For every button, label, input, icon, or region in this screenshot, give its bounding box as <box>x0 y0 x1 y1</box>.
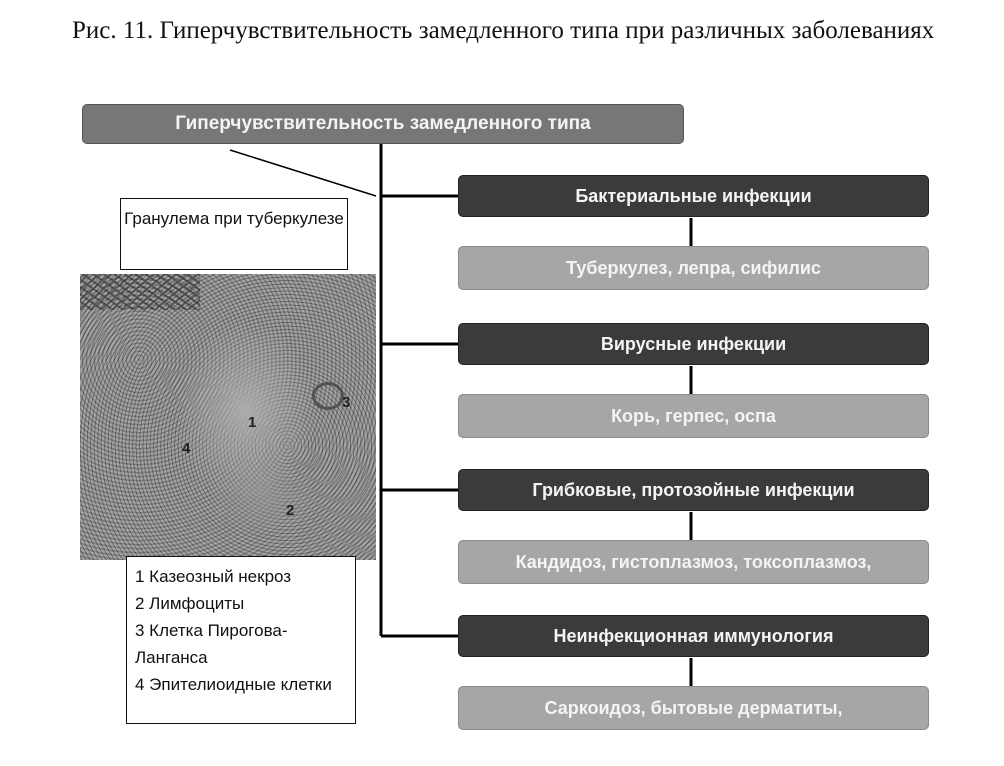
legend-item-4: 4 Эпителиоидные клетки <box>135 675 332 694</box>
examples-node-fungal-protozoal: Кандидоз, гистоплазмоз, токсоплазмоз, <box>458 540 929 584</box>
marker-4: 4 <box>182 440 191 457</box>
marker-1: 1 <box>248 414 257 431</box>
legend-item-1: 1 Казеозный некроз <box>135 567 292 586</box>
category-node-bacterial: Бактериальные инфекции <box>458 175 929 217</box>
category-node-noninfectious: Неинфекционная иммунология <box>458 615 929 657</box>
examples-node-noninfectious: Саркоидоз, бытовые дерматиты, <box>458 686 929 730</box>
giant-cell-shape <box>312 382 344 410</box>
marker-2: 2 <box>286 502 295 519</box>
granuloma-legend: 1 Казеозный некроз 2 Лимфоциты 3 Клетка … <box>126 556 356 724</box>
marker-3: 3 <box>342 394 351 411</box>
legend-item-2: 2 Лимфоциты <box>135 594 245 613</box>
figure-caption: Рис. 11. Гиперчувствительность замедленн… <box>72 17 935 44</box>
category-node-viral: Вирусные инфекции <box>458 323 929 365</box>
examples-node-viral: Корь, герпес, оспа <box>458 394 929 438</box>
granuloma-title-box: Гранулема при туберкулезе <box>120 198 348 270</box>
root-node: Гиперчувствительность замедленного типа <box>82 104 684 144</box>
legend-item-3: 3 Клетка Пирогова-Ланганса <box>135 621 288 667</box>
micrograph-artifact <box>80 274 200 310</box>
pointer-line <box>229 149 377 197</box>
category-node-fungal-protozoal: Грибковые, протозойные инфекции <box>458 469 929 511</box>
examples-node-bacterial: Туберкулез, лепра, сифилис <box>458 246 929 290</box>
granuloma-micrograph: 1 2 3 4 <box>80 274 376 560</box>
